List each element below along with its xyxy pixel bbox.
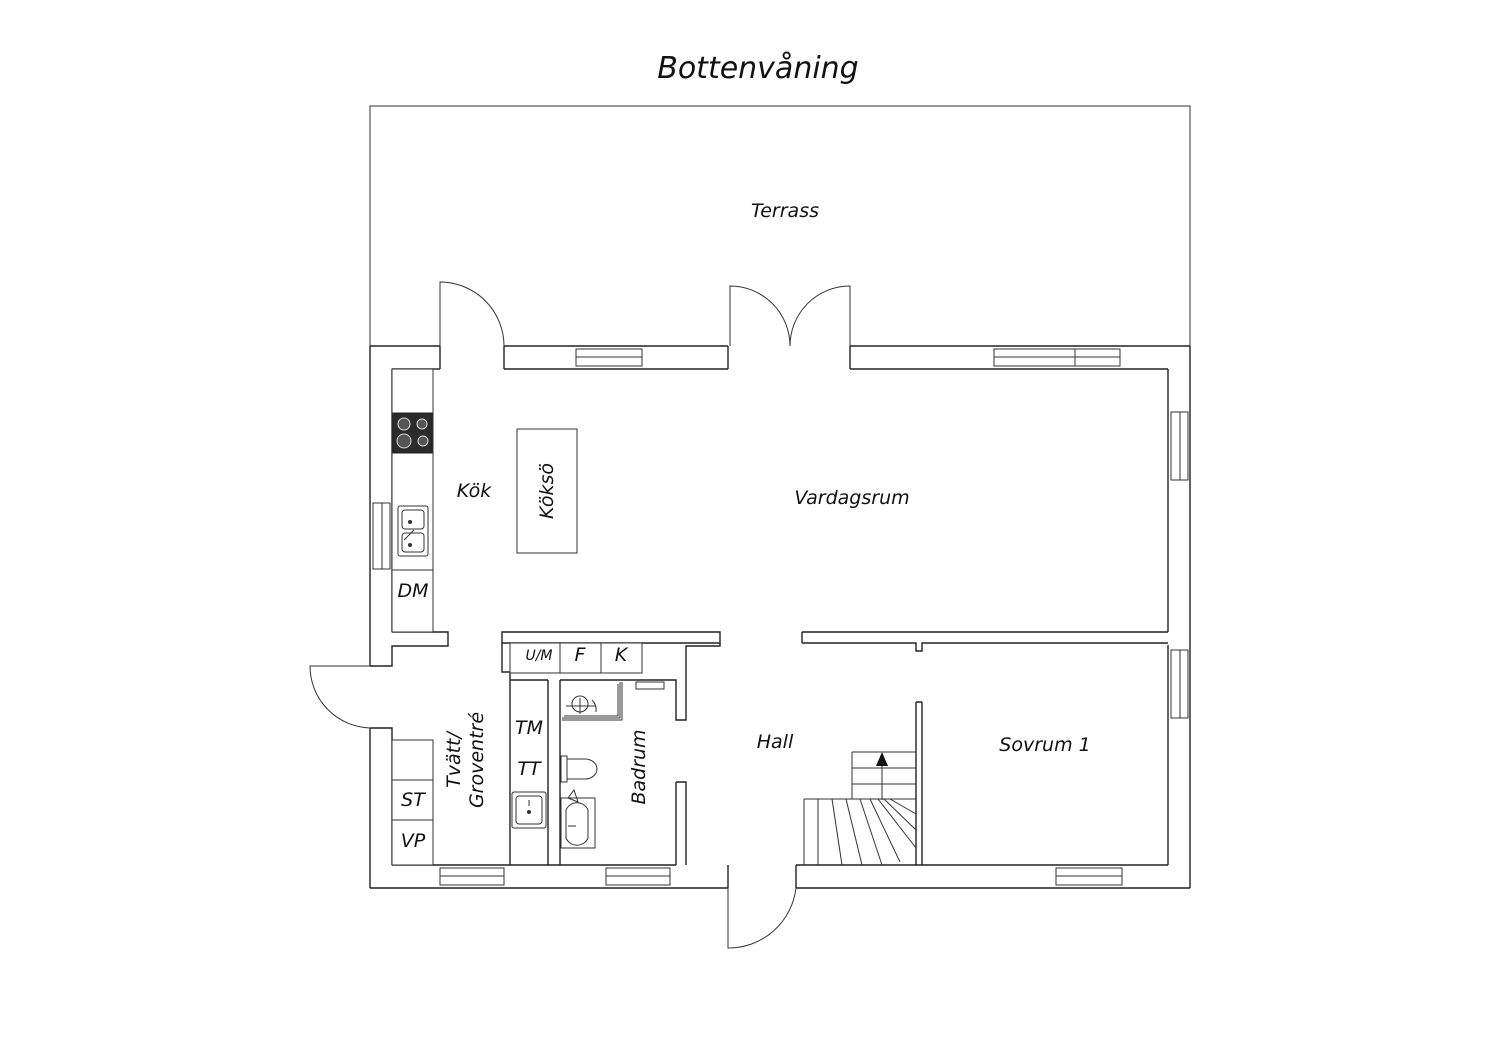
staircase: [803, 751, 917, 866]
bath-sink-icon: [560, 788, 596, 849]
laundry-sink-icon: [511, 791, 547, 829]
kitchen-island: Köksö: [516, 428, 578, 554]
appliance-row: U/M F K: [509, 642, 643, 674]
terrace-area: Terrass: [369, 105, 1191, 346]
room-label-bathroom: Badrum: [628, 729, 650, 804]
label-dryer: TT: [517, 758, 542, 780]
kitchen-sink-icon: [397, 505, 429, 557]
stove-icon: [392, 412, 433, 454]
room-label-living: Vardagsrum: [794, 487, 909, 509]
bathroom-area: Badrum: [560, 681, 665, 849]
room-label-island: Köksö: [536, 463, 558, 519]
room-label-laundry-line2: Groventré: [466, 712, 488, 808]
stair-arrow-icon: [876, 752, 888, 766]
label-cooler: K: [615, 644, 629, 666]
shower-icon: [562, 682, 623, 721]
bath-shelf: [635, 681, 665, 690]
kitchen-counter: DM: [391, 368, 434, 633]
label-fridge: F: [575, 644, 587, 666]
laundry-area: TM TT ST VP Tvätt/ Groventré: [391, 712, 547, 866]
room-label-kitchen: Kök: [457, 480, 492, 502]
outer-walls: [369, 345, 1191, 889]
doors: [309, 281, 851, 949]
label-st: ST: [401, 789, 426, 811]
room-label-laundry-line1: Tvätt/: [443, 730, 465, 788]
room-label-bedroom: Sovrum 1: [999, 734, 1090, 756]
label-dishwasher: DM: [397, 580, 428, 602]
room-label-hall: Hall: [757, 731, 794, 753]
room-label-terrace: Terrass: [751, 200, 819, 222]
label-washer: TM: [515, 717, 543, 739]
windows: [372, 348, 1189, 886]
interior-walls: [501, 631, 1168, 865]
toilet-icon: [560, 755, 598, 783]
plan-title: Bottenvåning: [657, 51, 858, 86]
label-vp: VP: [401, 830, 426, 852]
label-um: U/M: [525, 648, 552, 664]
